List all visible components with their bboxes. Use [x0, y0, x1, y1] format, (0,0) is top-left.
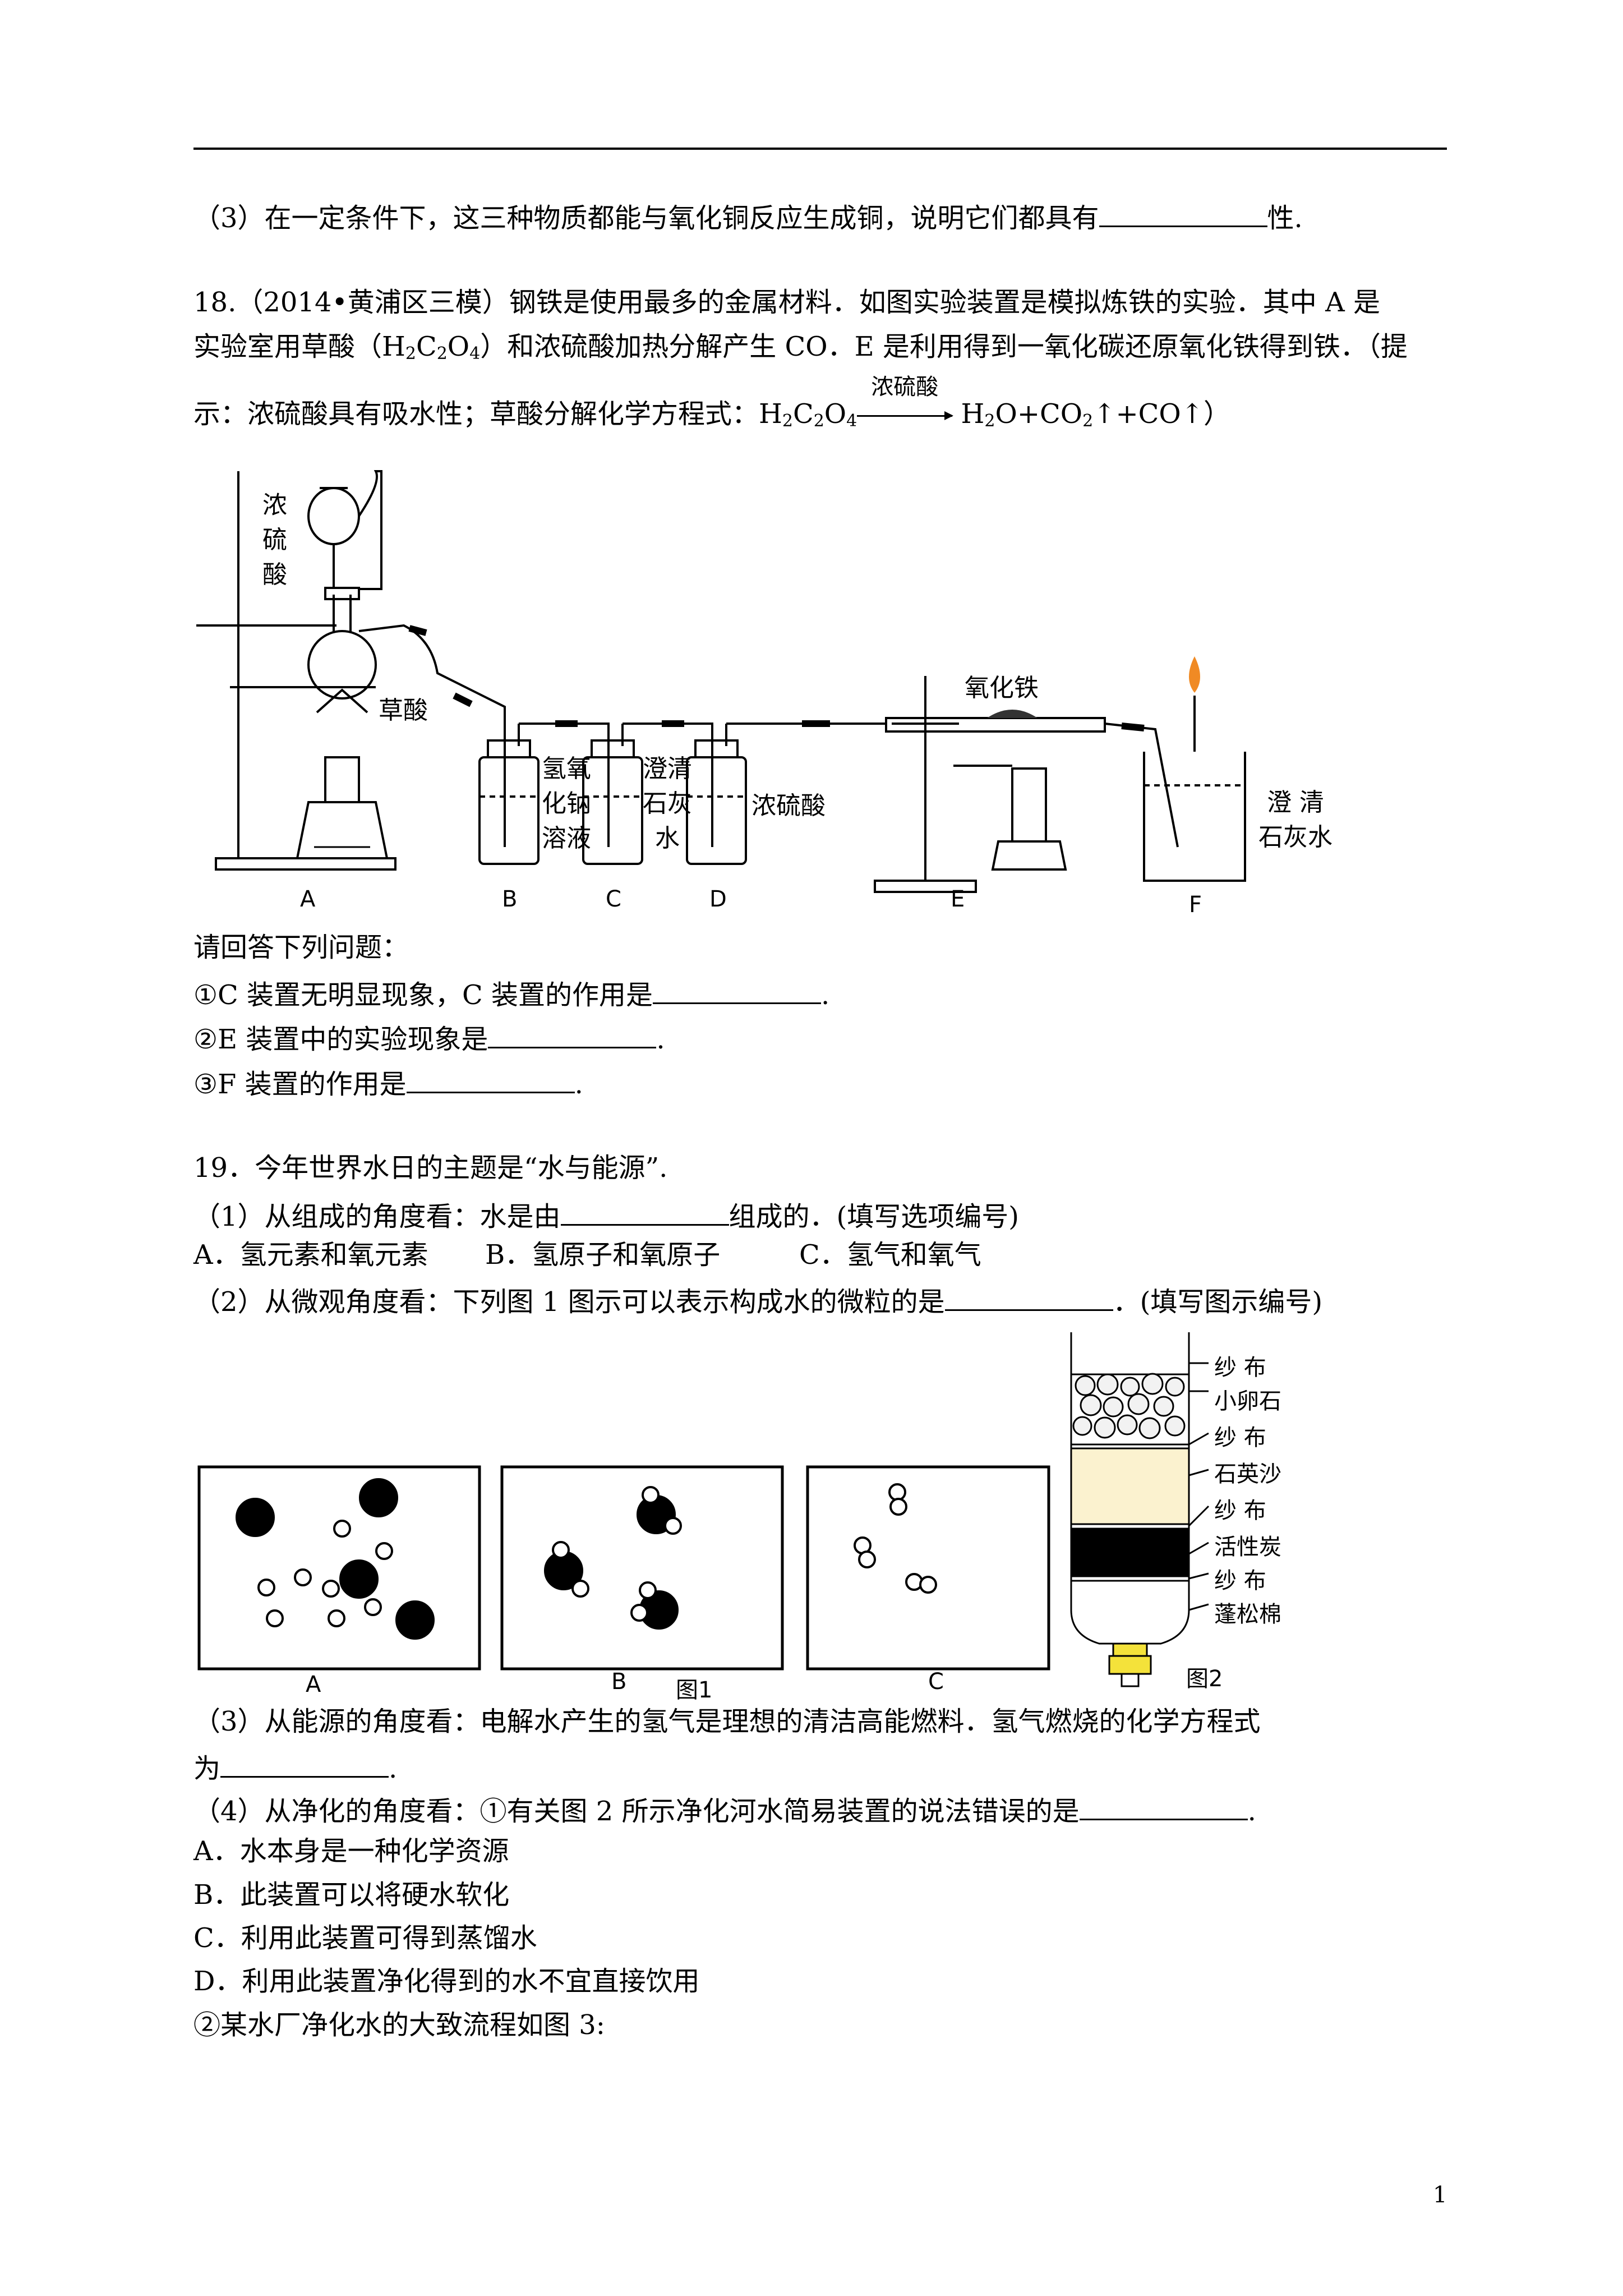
apparatus-letter-d: D	[709, 886, 727, 912]
q19-option-b: B．此装置可以将硬水软化	[193, 1879, 510, 1911]
q19-title: 19．今年世界水日的主题是“水与能源”.	[193, 1152, 668, 1184]
iron-oxide-powder	[987, 710, 1038, 718]
fig2-layer-4: 石英沙	[1214, 1461, 1281, 1487]
q18-question-3: ③F 装置的作用是.	[193, 1067, 583, 1098]
answer-blank[interactable]	[560, 1199, 729, 1226]
figure1-caption: 图1	[676, 1677, 713, 1703]
label-conc-sulfuric-d: 浓硫酸	[751, 792, 826, 820]
apparatus-figure: 浓 硫 酸 草酸 氢氧 化钠 溶液 澄清 石灰 水 浓硫酸 氧化铁 澄 清 石灰…	[191, 454, 1368, 931]
q17-part3: （3）在一定条件下，这三种物质都能与氧化铜反应生成铜，说明它们都具有性.	[193, 201, 1303, 232]
apparatus-letter-a: A	[300, 886, 316, 912]
label-limewater-c: 澄清 石灰 水	[643, 754, 692, 853]
answer-blank[interactable]	[1079, 1794, 1248, 1820]
q18-question-1: ①C 装置无明显现象，C 装置的作用是.	[193, 978, 829, 1009]
figure1-label-a: A	[306, 1672, 321, 1697]
answer-blank[interactable]	[1099, 201, 1267, 227]
label-naoh-solution: 氢氧 化钠 溶液	[542, 754, 591, 853]
figure1-svg	[197, 1465, 1050, 1671]
q18-line2: 实验室用草酸（H2C2O4）和浓硫酸加热分解产生 CO．E 是利用得到一氧化碳还…	[193, 331, 1408, 364]
q19-part4: （4）从净化的角度看：①有关图 2 所示净化河水简易装置的说法错误的是.	[193, 1794, 1256, 1825]
label-iron-oxide: 氧化铁	[965, 674, 1039, 702]
fig2-layer-7: 纱 布	[1214, 1568, 1266, 1594]
figure1-label-b: B	[611, 1669, 627, 1695]
q18-prompt: 请回答下列问题：	[193, 932, 409, 963]
figure2-caption: 图2	[1186, 1666, 1223, 1692]
fig2-layer-1: 纱 布	[1214, 1355, 1266, 1381]
q19-part3-line2: 为.	[193, 1751, 397, 1782]
answer-blank[interactable]	[220, 1751, 389, 1778]
reaction-arrow: 浓硫酸	[857, 376, 954, 427]
figure2-svg	[1070, 1332, 1210, 1687]
page-number: 1	[1433, 2182, 1447, 2208]
q18-question-2: ②E 装置中的实验现象是.	[193, 1022, 665, 1053]
q19-part2: （2）从微观角度看：下列图 1 图示可以表示构成水的微粒的是．(填写图示编号)	[193, 1285, 1322, 1315]
answer-blank[interactable]	[944, 1285, 1113, 1311]
header-rule	[193, 148, 1447, 150]
flame-icon	[1189, 656, 1200, 693]
fig2-layer-8: 蓬松棉	[1214, 1602, 1281, 1627]
label-limewater-f: 澄 清 石灰水	[1258, 788, 1332, 852]
figure2: 纱 布 小卵石 纱 布 石英沙 纱 布 活性炭 纱 布 蓬松棉 图2	[1060, 1329, 1352, 1694]
figure1-label-c: C	[928, 1669, 944, 1695]
answer-blank[interactable]	[653, 978, 822, 1004]
fig2-layer-5: 纱 布	[1214, 1498, 1266, 1524]
figure1: A B 图1 C	[191, 1335, 1060, 1703]
label-conc-sulfuric-acid: 浓 硫 酸	[262, 491, 287, 589]
q19-option-a: A．水本身是一种化学资源	[193, 1835, 509, 1867]
fig2-layer-2: 小卵石	[1214, 1388, 1281, 1414]
answer-blank[interactable]	[406, 1067, 575, 1093]
q19-part1: （1）从组成的角度看：水是由组成的．(填写选项编号)	[193, 1199, 1019, 1230]
q19-part3-line1: （3）从能源的角度看：电解水产生的氢气是理想的清洁高能燃料．氢气燃烧的化学方程式	[193, 1706, 1261, 1737]
apparatus-letter-b: B	[502, 886, 518, 912]
q19-option-d: D．利用此装置净化得到的水不宜直接饮用	[193, 1966, 700, 1997]
apparatus-letter-e: E	[951, 886, 965, 912]
fig2-layer-6: 活性炭	[1214, 1534, 1281, 1560]
q19-option-c: C．利用此装置可得到蒸馏水	[193, 1922, 537, 1954]
label-oxalic-acid: 草酸	[379, 696, 428, 725]
apparatus-letter-c: C	[606, 886, 621, 912]
apparatus-svg	[196, 470, 1246, 893]
q18-line1: 18.（2014•黄浦区三模）钢铁是使用最多的金属材料．如图实验装置是模拟炼铁的…	[193, 287, 1380, 318]
q19-part4-flow: ②某水厂净化水的大致流程如图 3:	[193, 2009, 605, 2041]
fig2-layer-3: 纱 布	[1214, 1425, 1266, 1451]
apparatus-letter-f: F	[1189, 892, 1202, 918]
answer-blank[interactable]	[488, 1022, 657, 1048]
